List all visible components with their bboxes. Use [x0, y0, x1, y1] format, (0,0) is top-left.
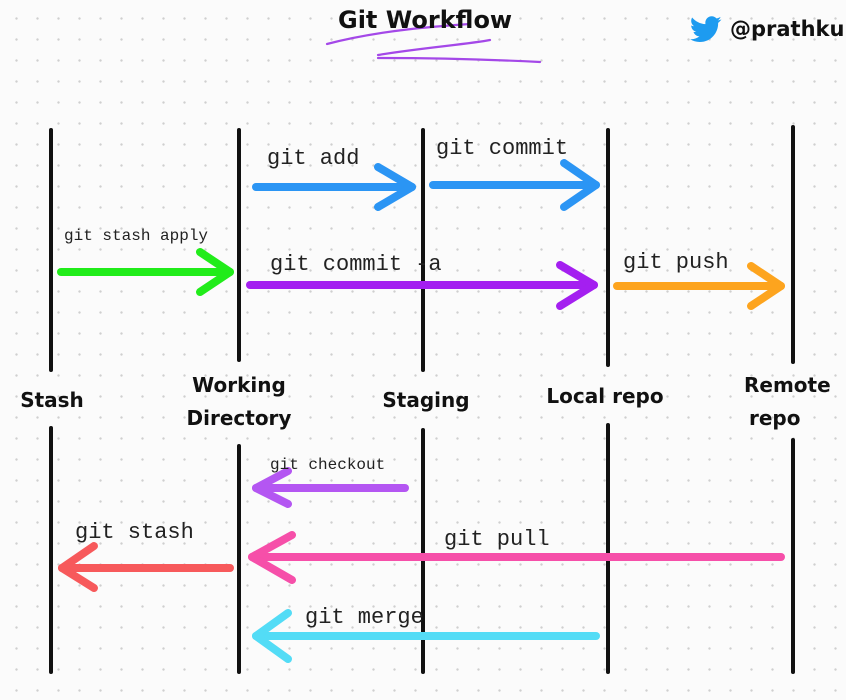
twitter-handle: @prathkum: [730, 17, 846, 41]
column-label-line: repo: [749, 406, 801, 430]
arrow-git-commit-a: [246, 261, 598, 310]
label-git-stash: git stash: [75, 520, 194, 545]
column-label-line: Local repo: [546, 384, 664, 408]
label-git-checkout: git checkout: [270, 456, 386, 474]
column-label-stash: Stash: [6, 384, 98, 417]
column-label-line: Staging: [382, 388, 470, 412]
arrow-git-pull: [248, 531, 785, 584]
arrow-git-commit: [429, 159, 600, 211]
title-underline: [325, 22, 542, 64]
twitter-bird-icon: [690, 15, 722, 42]
column-label-line: Remote: [744, 373, 831, 397]
arrow-git-add: [252, 163, 416, 211]
column-label-line: Stash: [20, 388, 84, 412]
arrow-git-checkout: [252, 467, 409, 508]
label-git-merge: git merge: [305, 605, 424, 630]
label-git-add: git add: [267, 146, 360, 171]
author-credit: @prathkum: [690, 14, 846, 44]
label-git-stash-apply: git stash apply: [64, 227, 209, 245]
column-lines: [49, 125, 795, 674]
label-git-pull: git pull: [444, 527, 550, 552]
column-label-staging: Staging: [376, 384, 476, 417]
label-git-commit: git commit: [436, 136, 569, 161]
arrow-git-push: [613, 262, 785, 310]
column-label-remote: Remote repo: [744, 369, 840, 435]
label-git-push: git push: [623, 250, 729, 275]
column-label-local: Local repo: [538, 380, 672, 413]
column-label-line: Directory: [186, 406, 292, 430]
column-label-working: Working Directory: [170, 369, 308, 435]
label-git-commit-a: git commit -a: [270, 252, 442, 277]
arrow-git-merge: [252, 609, 600, 663]
page-title: Git Workflow: [338, 6, 513, 34]
column-label-line: Working: [192, 373, 286, 397]
arrow-git-stash-apply: [57, 248, 234, 296]
arrow-git-stash: [58, 542, 234, 592]
